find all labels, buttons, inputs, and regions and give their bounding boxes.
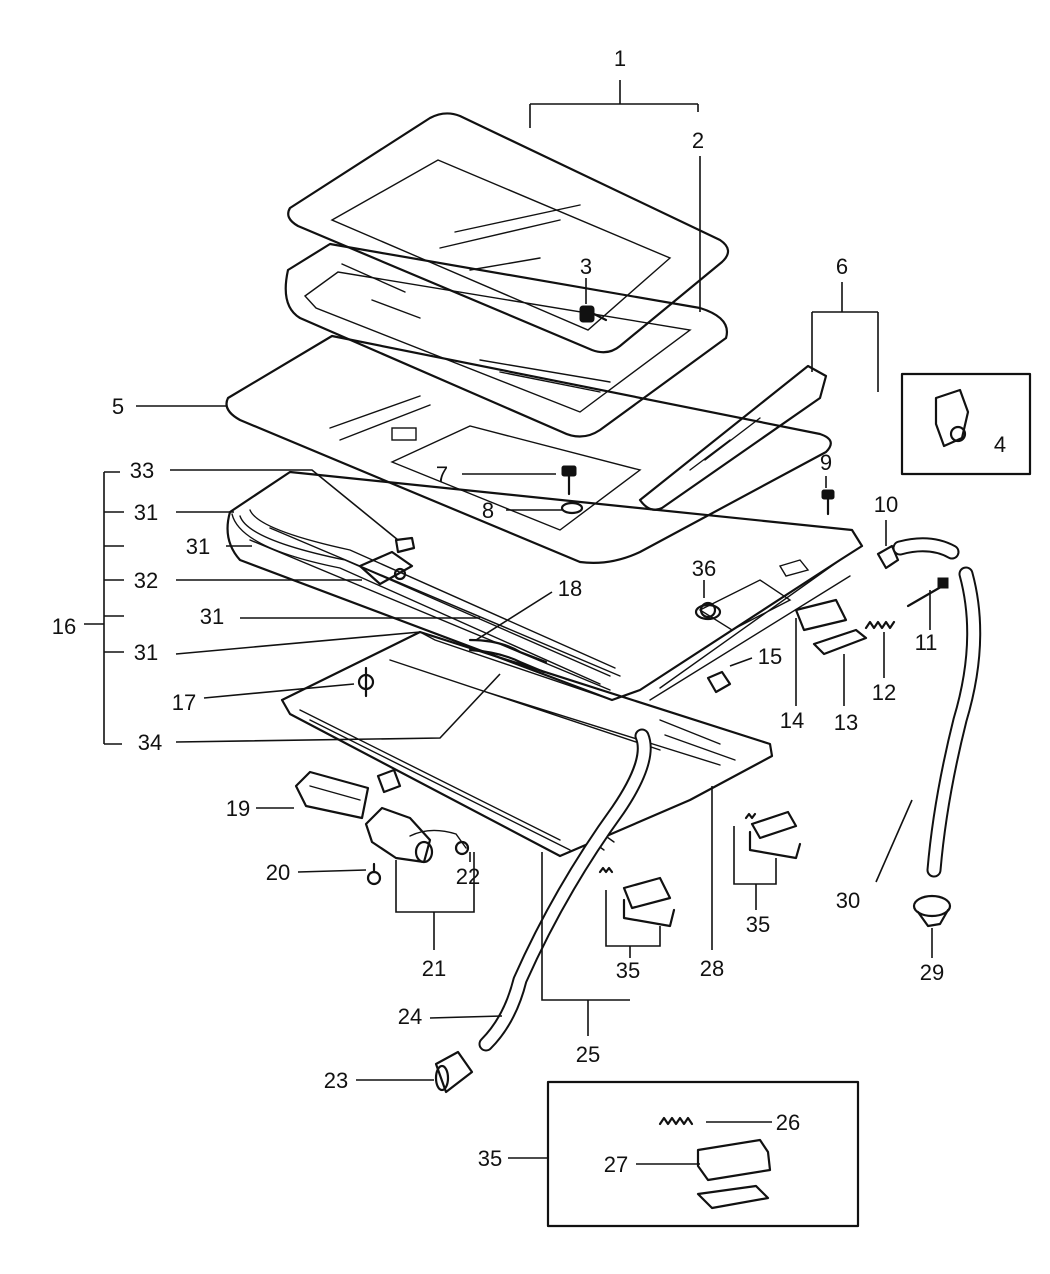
- label-19: 19: [226, 796, 250, 821]
- label-9: 9: [820, 450, 832, 475]
- label-18: 18: [558, 576, 582, 601]
- label-36: 36: [692, 556, 716, 581]
- label-34: 34: [138, 730, 162, 755]
- switch-cover-19[interactable]: [294, 770, 370, 820]
- glass-seal-frame[interactable]: [284, 242, 729, 438]
- bolt-17[interactable]: [357, 666, 375, 698]
- guide-block-13[interactable]: [812, 628, 868, 656]
- drain-hose-24[interactable]: [478, 728, 652, 1052]
- label-35-c: 35: [478, 1146, 502, 1171]
- label-16: 16: [52, 614, 76, 639]
- glass-panel[interactable]: [287, 112, 730, 354]
- label-31-d: 31: [134, 640, 158, 665]
- label-14: 14: [780, 708, 804, 733]
- drain-valve-29[interactable]: [912, 894, 952, 928]
- label-22: 22: [456, 864, 480, 889]
- label-31-b: 31: [186, 534, 210, 559]
- bracket-inset[interactable]: [900, 372, 1032, 476]
- label-27: 27: [604, 1152, 628, 1177]
- label-8: 8: [482, 498, 494, 523]
- drain-valve-23[interactable]: [434, 1050, 474, 1094]
- nut-15[interactable]: [706, 670, 732, 694]
- label-28: 28: [700, 956, 724, 981]
- leader-lines: [84, 80, 933, 1165]
- label-1: 1: [614, 46, 626, 71]
- label-31-c: 31: [200, 604, 224, 629]
- front-rail[interactable]: [638, 364, 828, 511]
- label-31-a: 31: [134, 500, 158, 525]
- clip-8[interactable]: [560, 501, 584, 515]
- bracket-14[interactable]: [794, 598, 848, 632]
- label-20: 20: [266, 860, 290, 885]
- label-3: 3: [580, 254, 592, 279]
- label-26: 26: [776, 1110, 800, 1135]
- label-33: 33: [130, 458, 154, 483]
- label-6: 6: [836, 254, 848, 279]
- screw-7[interactable]: [561, 465, 577, 496]
- label-21: 21: [422, 956, 446, 981]
- label-17: 17: [172, 690, 196, 715]
- cable-guide-32[interactable]: [358, 550, 414, 586]
- sunroof-motor-21[interactable]: [364, 768, 434, 864]
- label-24: 24: [398, 1004, 422, 1029]
- screw-9[interactable]: [821, 489, 835, 516]
- bolt-33[interactable]: [394, 536, 416, 554]
- label-7: 7: [436, 462, 448, 487]
- screw-11[interactable]: [906, 577, 949, 608]
- label-15: 15: [758, 644, 782, 669]
- guide-shoe-35[interactable]: [598, 810, 802, 928]
- label-11: 11: [915, 630, 938, 655]
- drive-cable[interactable]: [231, 509, 616, 685]
- label-30: 30: [836, 888, 860, 913]
- drain-hose-30[interactable]: [926, 566, 982, 878]
- screw-3[interactable]: [579, 305, 608, 323]
- motor-harness-22[interactable]: [409, 829, 470, 856]
- label-25: 25: [576, 1042, 600, 1067]
- spring-12[interactable]: [864, 620, 896, 630]
- grommet-36[interactable]: [694, 603, 722, 621]
- label-12: 12: [872, 680, 896, 705]
- sunshade-panel[interactable]: [225, 334, 832, 564]
- label-23: 23: [324, 1068, 348, 1093]
- screw-20[interactable]: [366, 862, 382, 886]
- hose-connector-10[interactable]: [876, 537, 960, 570]
- label-32: 32: [134, 568, 158, 593]
- label-4: 4: [994, 432, 1006, 457]
- label-29: 29: [920, 960, 944, 985]
- label-35-a: 35: [616, 958, 640, 983]
- label-5: 5: [112, 394, 124, 419]
- label-13: 13: [834, 710, 858, 735]
- part-number-labels: 1 2 3 4 5 6 7 8 9 10 11 12 13 14 15 16 1…: [52, 46, 1006, 1177]
- label-10: 10: [874, 492, 898, 517]
- label-2: 2: [692, 128, 704, 153]
- sunroof-frame-assembly[interactable]: [226, 470, 864, 858]
- label-35-b: 35: [746, 912, 770, 937]
- guide-kit-inset[interactable]: [546, 1080, 860, 1228]
